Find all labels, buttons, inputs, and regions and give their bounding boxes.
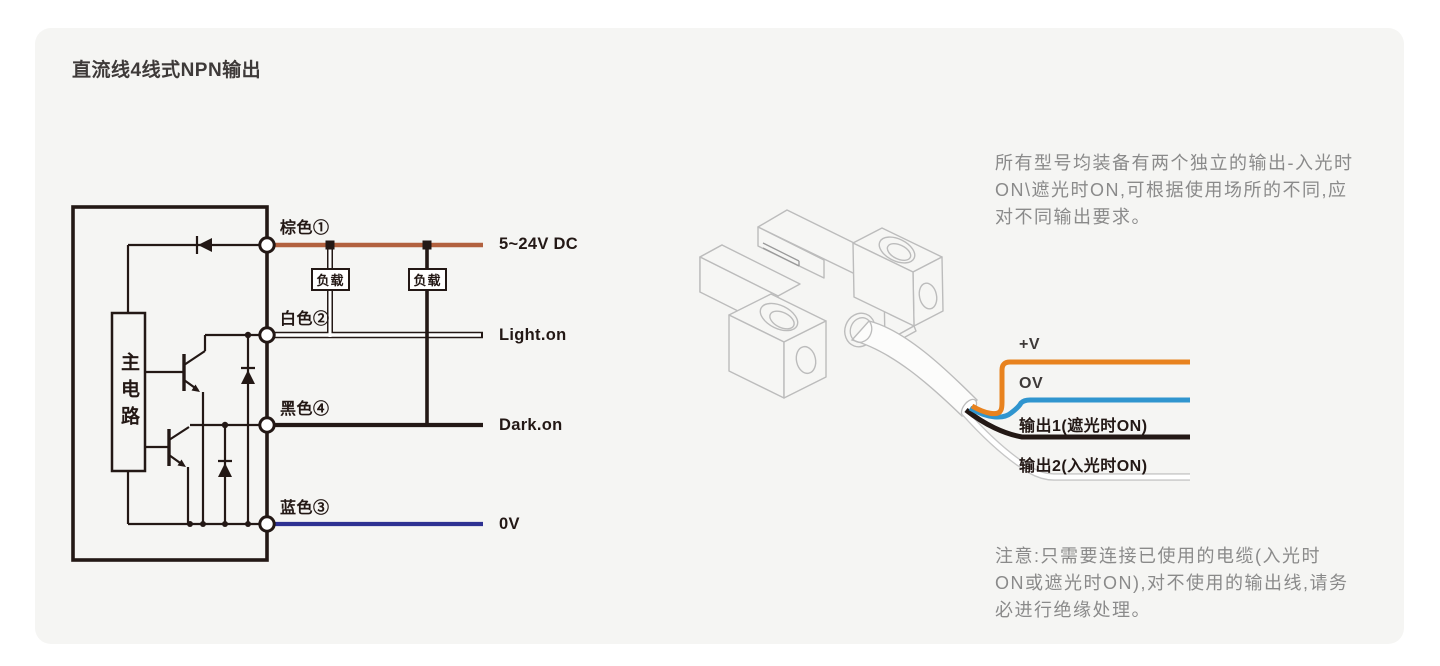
- wire-name-brown: 棕色①: [280, 220, 330, 237]
- wire-name-blue: 蓝色③: [280, 500, 330, 517]
- terminal-label-lighton: Light.on: [499, 326, 567, 344]
- note-outputs: 所有型号均装备有两个独立的输出-入光时 ON\遮光时ON,可根据使用场所的不同,…: [995, 153, 1354, 227]
- sensor-wire-label-ov: OV: [1019, 375, 1044, 392]
- load2-label: 负载: [413, 273, 442, 288]
- wire-name-white: 白色②: [280, 311, 330, 328]
- note-insulation: 注意:只需要连接已使用的电缆(入光时 ON或遮光时ON),对不使用的输出线,请务…: [995, 546, 1349, 620]
- main-circuit-text: 主电路: [118, 351, 139, 433]
- sensor-wire-label-out2: 输出2(入光时ON): [1019, 458, 1148, 475]
- load1-label: 负载: [316, 273, 345, 288]
- sensor-wire-label-v: +V: [1019, 336, 1041, 353]
- terminal-label-power: 5~24V DC: [499, 235, 578, 253]
- terminal-label-0v: 0V: [499, 515, 520, 533]
- main-circuit-label: 主电路: [112, 313, 145, 471]
- terminal-label-darkon: Dark.on: [499, 416, 563, 434]
- sensor-wire-label-out1: 输出1(遮光时ON): [1019, 418, 1148, 435]
- page-title: 直流线4线式NPN输出: [72, 60, 262, 81]
- load-box-2: 负载: [408, 268, 447, 291]
- wire-name-black: 黑色④: [280, 401, 330, 418]
- load-box-1: 负载: [311, 268, 350, 291]
